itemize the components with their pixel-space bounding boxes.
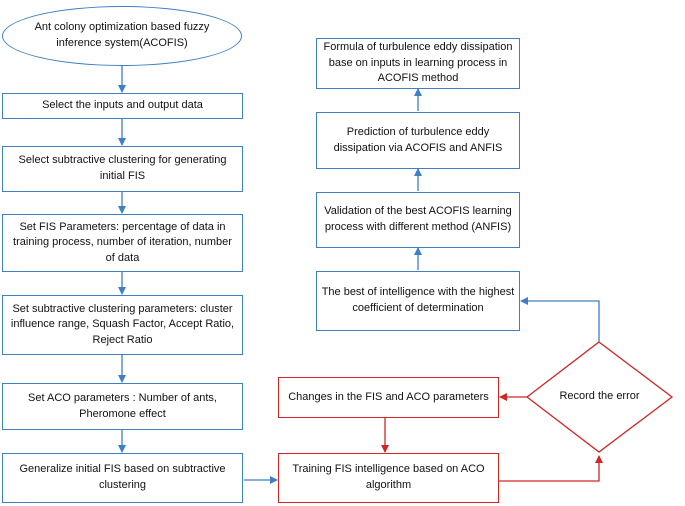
formula-box: Formula of turbulence eddy dissipation b…: [316, 38, 520, 89]
select-inputs-box: Select the inputs and output data: [2, 93, 243, 119]
prediction-box: Prediction of turbulence eddy dissipatio…: [316, 112, 520, 169]
arrow-training-to-record-error: [499, 455, 603, 482]
set-subtractive-params-box: Set subtractive clustering parameters: c…: [2, 295, 243, 355]
best-intelligence-box: The best of intelligence with the highes…: [316, 271, 520, 331]
start-ellipse: Ant colony optimization based fuzzy infe…: [2, 6, 242, 66]
generalize-fis-box: Generalize initial FIS based on subtract…: [2, 453, 243, 503]
record-error-diamond: [525, 341, 674, 453]
set-fis-params-box: Set FIS Parameters: percentage of data i…: [2, 214, 243, 272]
select-subtractive-box: Select subtractive clustering for genera…: [2, 146, 243, 192]
record-error-label: Record the error: [559, 390, 640, 402]
validation-box: Validation of the best ACOFIS learning p…: [316, 192, 520, 248]
changes-box: Changes in the FIS and ACO parameters: [278, 377, 499, 418]
training-box: Training FIS intelligence based on ACO a…: [278, 453, 499, 503]
arrow-record-error-to-best: [520, 297, 600, 342]
set-aco-params-box: Set ACO parameters : Number of ants, Phe…: [2, 383, 243, 430]
